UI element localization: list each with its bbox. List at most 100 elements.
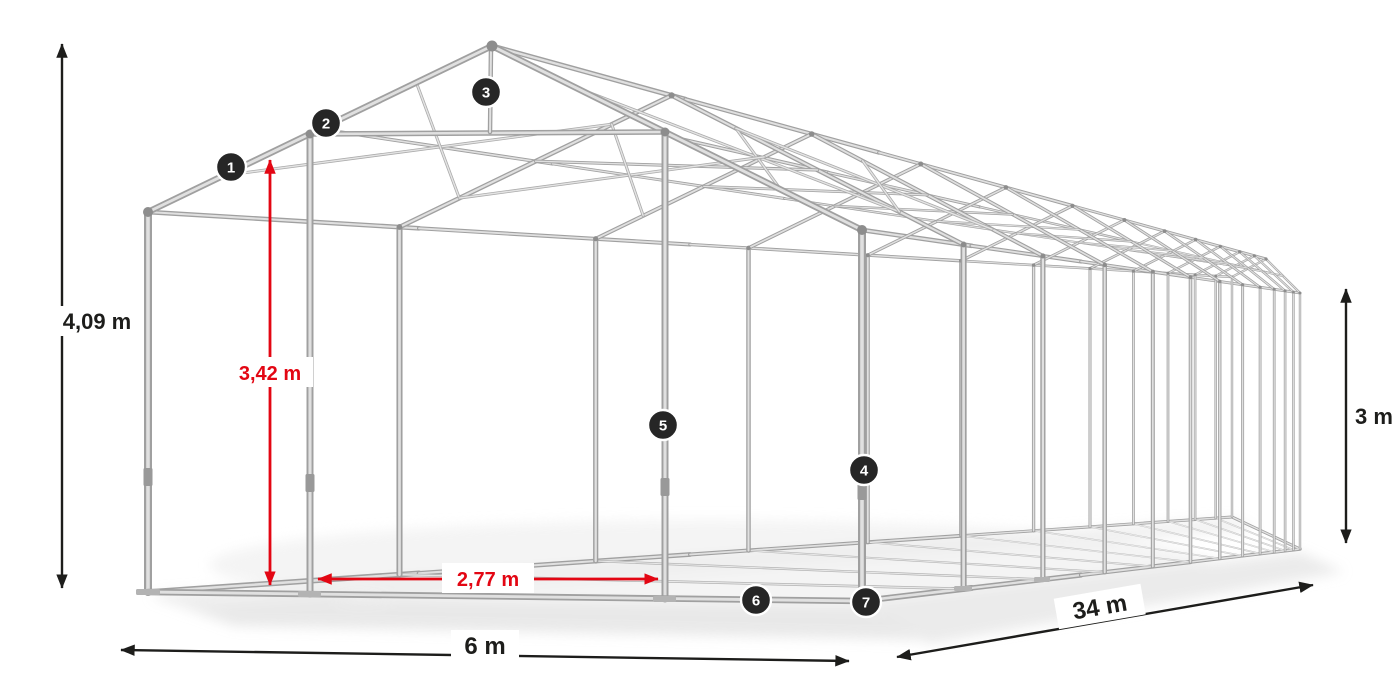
marker-4[interactable]: 4 bbox=[847, 453, 881, 487]
label-background bbox=[53, 306, 141, 336]
frame-tube bbox=[418, 227, 691, 246]
frame-fitting bbox=[954, 586, 972, 591]
joint-connector bbox=[1102, 262, 1107, 268]
frame-tube bbox=[689, 243, 962, 262]
frame-tube bbox=[308, 130, 667, 136]
marker-circle bbox=[739, 583, 773, 617]
joint-connector bbox=[1218, 244, 1223, 249]
frame-tube bbox=[703, 185, 928, 196]
frame-tube bbox=[861, 160, 901, 213]
marker-circle bbox=[847, 453, 881, 487]
joint-connector bbox=[1252, 254, 1256, 258]
frame-tube bbox=[960, 516, 1233, 537]
joint-connector bbox=[918, 161, 924, 167]
joint-connector bbox=[1150, 269, 1155, 274]
shadow-shape bbox=[150, 596, 935, 640]
label-background bbox=[1053, 583, 1146, 630]
frame-tube bbox=[684, 98, 880, 154]
dimension-label: 3,42 m bbox=[239, 363, 301, 385]
frame-tube bbox=[458, 156, 765, 199]
label-background bbox=[1350, 404, 1400, 432]
frame-fitting bbox=[305, 474, 315, 492]
frame-tube bbox=[735, 127, 993, 230]
joint-connector bbox=[1193, 237, 1198, 242]
frame-tube bbox=[1078, 242, 1173, 252]
joint-connector bbox=[1131, 269, 1135, 273]
marker-6[interactable]: 6 bbox=[739, 583, 773, 617]
marker-circle bbox=[849, 585, 883, 619]
joint-connector bbox=[593, 236, 599, 242]
frame-tube bbox=[936, 220, 1080, 231]
label-background bbox=[442, 563, 534, 593]
joint-connector bbox=[305, 129, 315, 139]
dimension-passage-width: 2,77 m bbox=[317, 563, 659, 593]
dimension-side-height: 3 m bbox=[1340, 288, 1400, 544]
joint-connector bbox=[1003, 185, 1009, 190]
marker-1[interactable]: 1 bbox=[214, 150, 248, 184]
marker-number: 5 bbox=[659, 418, 667, 435]
frame-tube bbox=[1215, 517, 1294, 551]
frame-tube bbox=[1189, 548, 1301, 563]
joint-connector bbox=[746, 245, 751, 251]
marker-3[interactable]: 3 bbox=[469, 75, 503, 109]
marker-number: 7 bbox=[862, 595, 870, 612]
joint-connector bbox=[1238, 250, 1242, 254]
joint-connector bbox=[1088, 266, 1092, 271]
dimension-clear-height: 3,42 m bbox=[227, 159, 313, 586]
frame-tube bbox=[783, 197, 1018, 234]
marker-7[interactable]: 7 bbox=[849, 585, 883, 619]
frame-fitting bbox=[143, 468, 153, 486]
joint-connector bbox=[486, 40, 498, 52]
joint-connector bbox=[1188, 275, 1193, 280]
joint-connector bbox=[1162, 229, 1167, 234]
marker-circle bbox=[309, 106, 343, 140]
joint-connector bbox=[660, 127, 670, 137]
frame-tube bbox=[979, 206, 1133, 243]
joint-connector bbox=[865, 253, 870, 258]
frame-tube bbox=[490, 44, 864, 232]
dimension-label: 4,09 m bbox=[63, 309, 132, 334]
marker-number: 3 bbox=[482, 85, 490, 102]
frame-tube bbox=[878, 151, 1074, 207]
marker-2[interactable]: 2 bbox=[309, 106, 343, 140]
joint-connector bbox=[1218, 279, 1222, 284]
frame-fitting bbox=[136, 589, 160, 595]
frame-tube bbox=[834, 205, 1014, 216]
dimension-length: 34 m bbox=[896, 581, 1314, 661]
frame-tube bbox=[827, 171, 981, 208]
marker-5[interactable]: 5 bbox=[646, 408, 680, 442]
joint-connector bbox=[1070, 203, 1075, 208]
joint-connector bbox=[1040, 253, 1046, 259]
joint-connector bbox=[857, 225, 867, 235]
frame-fitting bbox=[857, 482, 867, 500]
joint-connector bbox=[1292, 290, 1295, 294]
label-background bbox=[227, 357, 313, 387]
joint-connector bbox=[1241, 283, 1245, 287]
joint-connector bbox=[808, 131, 815, 137]
marker-number: 2 bbox=[322, 116, 330, 133]
marker-circle bbox=[214, 150, 248, 184]
frame-tube bbox=[534, 160, 819, 171]
frame-fitting bbox=[653, 596, 676, 602]
frame-tube bbox=[611, 123, 644, 217]
joint-connector bbox=[1193, 273, 1197, 277]
frame-tube bbox=[1189, 276, 1301, 294]
marker-number: 4 bbox=[860, 463, 869, 480]
marker-circle bbox=[469, 75, 503, 109]
dimension-label: 3 m bbox=[1355, 404, 1393, 429]
frame-tube bbox=[415, 81, 460, 199]
joint-connector bbox=[1283, 289, 1287, 293]
frame-tube bbox=[860, 228, 973, 247]
joint-connector bbox=[1031, 263, 1036, 267]
marker-number: 6 bbox=[752, 593, 760, 610]
joint-connector bbox=[960, 241, 967, 248]
frame-tube bbox=[1126, 249, 1205, 259]
frame-tube bbox=[1194, 519, 1286, 552]
label-background bbox=[451, 630, 519, 661]
frame-tube bbox=[1164, 254, 1229, 264]
joint-connector bbox=[668, 92, 675, 99]
joint-connector bbox=[1272, 287, 1276, 291]
joint-connector bbox=[1122, 218, 1127, 222]
